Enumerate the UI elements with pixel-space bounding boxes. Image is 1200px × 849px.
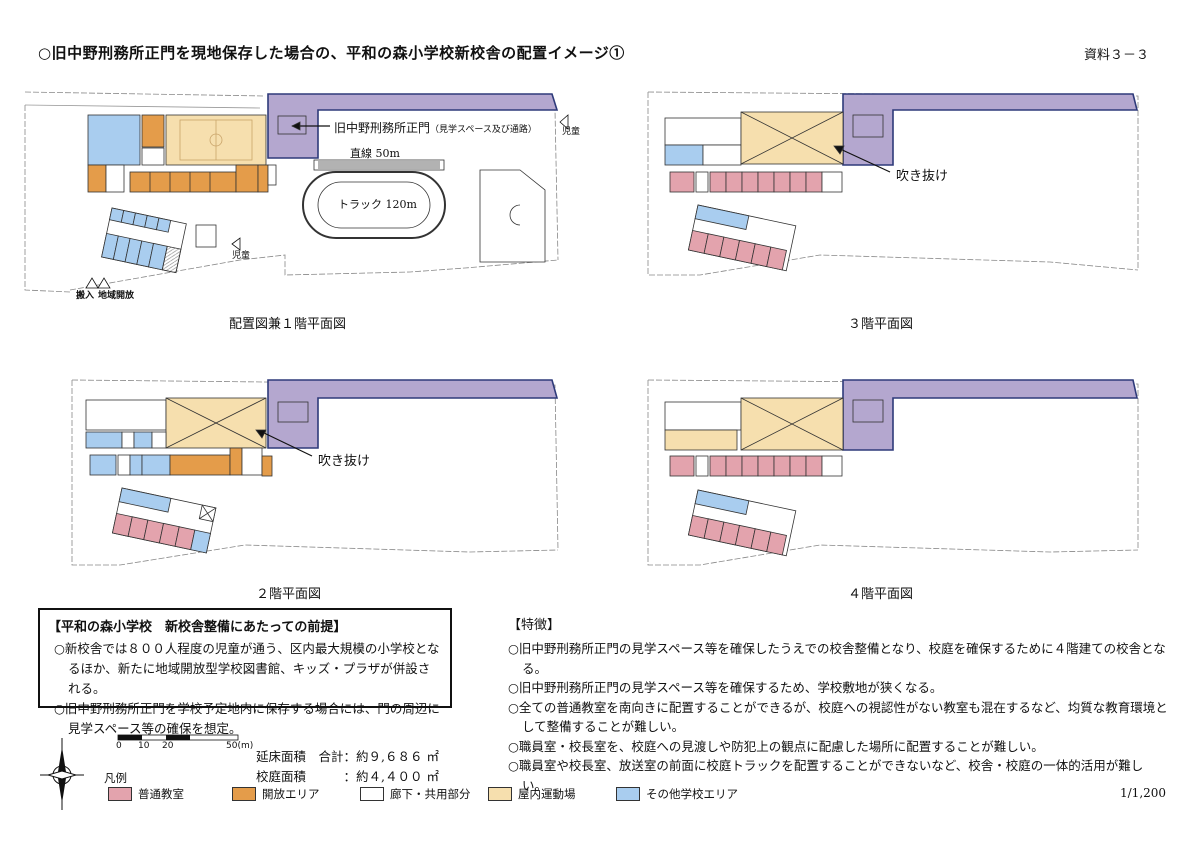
premise-item: ○新校舎では８００人程度の児童が通う、区内最大規模の小学校となるほか、新たに地域…	[54, 641, 440, 696]
legend-swatch-classroom	[108, 787, 132, 801]
caption-floor1: 配置図兼１階平面図	[229, 317, 347, 332]
feature-item: ○旧中野刑務所正門の見学スペース等を確保したうえでの校舎整備となり、校庭を確保す…	[508, 641, 1166, 676]
legend-label: 屋内運動場	[518, 787, 576, 801]
legend-label: 普通教室	[138, 787, 184, 801]
legend-label: 廊下・共用部分	[390, 787, 471, 801]
legend-swatch-gym	[488, 787, 512, 801]
legend-swatch-other	[616, 787, 640, 801]
plan-floor4	[647, 379, 1139, 566]
premise-title: 【平和の森小学校 新校舎整備にあたっての前提】	[48, 620, 347, 635]
floor-area: 延床面積 合計：約９,６８６ ㎡	[256, 749, 439, 764]
gate-area-floor2	[267, 379, 559, 449]
document-number: 資料３－３	[1084, 48, 1150, 63]
entrance-label-community: 地域開放	[98, 291, 135, 301]
plan-floor2	[71, 379, 559, 566]
track-label: トラック 120m	[338, 198, 417, 211]
feature-item: ○職員室や校長室、放送室の前面に校庭トラックを配置することができないなど、校舎・…	[508, 758, 1144, 793]
plan-floor3	[647, 91, 1139, 276]
straight-track-label: 直線 50m	[350, 147, 400, 160]
caption-floor2: ２階平面図	[256, 587, 322, 602]
gate-area-floor4	[842, 379, 1138, 451]
page-title: ○旧中野刑務所正門を現地保存した場合の、平和の森小学校新校舎の配置イメージ①	[38, 44, 625, 62]
feature-item: ○職員室・校長室を、校庭への見渡しや防犯上の観点に配慮した場所に配置することが難…	[508, 738, 1044, 754]
scale-tick: 10	[138, 741, 150, 751]
scale-tick: 50(m)	[226, 741, 254, 751]
legend-label: その他学校エリア	[646, 787, 738, 801]
entrance-label-delivery: 搬入	[76, 291, 95, 301]
gate-note: （見学スペース及び通路）	[430, 125, 537, 135]
caption-floor3: ３階平面図	[848, 317, 914, 332]
gate-label: 旧中野刑務所正門	[334, 121, 431, 135]
legend-label: 開放エリア	[262, 787, 320, 801]
premise-box: 【平和の森小学校 新校舎整備にあたっての前提】 ○新校舎では８００人程度の児童が…	[38, 608, 452, 736]
features-section: 【特徴】 ○旧中野刑務所正門の見学スペース等を確保したうえでの校舎整備となり、校…	[508, 614, 1168, 795]
gate-area-floor1	[267, 93, 559, 159]
north-arrow-icon	[40, 738, 84, 810]
premise-item: ○旧中野刑務所正門を学校予定地内に保存する場合には、門の周辺に見学スペース等の確…	[54, 701, 440, 736]
legend-title: 凡例	[104, 771, 127, 785]
features-title: 【特徴】	[508, 618, 561, 633]
caption-floor4: ４階平面図	[848, 587, 914, 602]
plan-floor1	[24, 91, 569, 293]
entrance-label-students-south: 児童	[232, 251, 251, 261]
void-label-floor2: 吹き抜け	[318, 454, 371, 469]
legend-swatch-open-area	[232, 787, 256, 801]
entrance-label-students-north: 児童	[562, 127, 581, 137]
site-area: 校庭面積 ：約４,４００ ㎡	[256, 769, 439, 784]
void-label-floor3: 吹き抜け	[896, 169, 949, 184]
scale-tick: 0	[116, 741, 122, 751]
feature-item: ○全ての普通教室を南向きに配置することができるが、校庭への視認性がない教室も混在…	[508, 699, 1168, 735]
scale-ratio: 1/1,200	[1120, 786, 1167, 800]
scale-bar	[117, 734, 239, 741]
scale-tick: 20	[162, 741, 174, 751]
legend-swatch-corridor	[360, 787, 384, 801]
feature-item: ○旧中野刑務所正門の見学スペース等を確保するため、学校敷地が狭くなる。	[508, 680, 943, 695]
gate-area-floor3	[842, 93, 1139, 166]
